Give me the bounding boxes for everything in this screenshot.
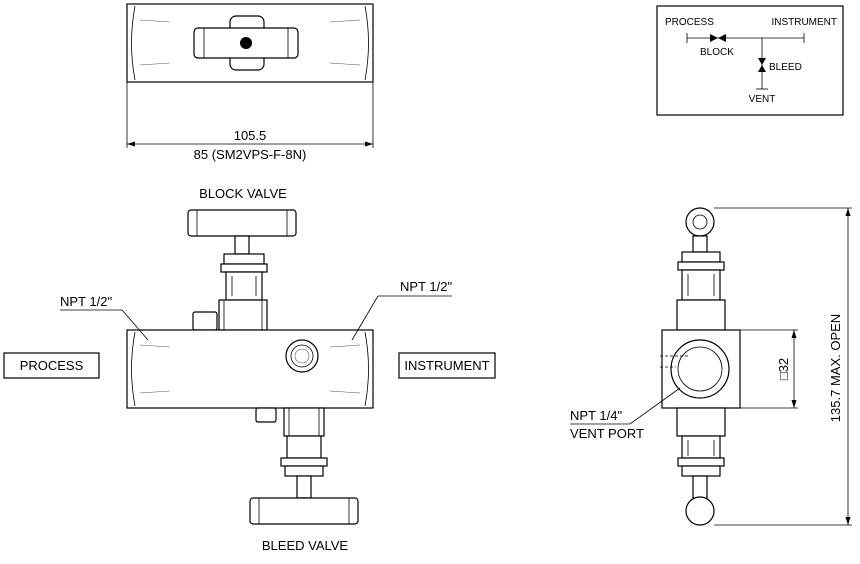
schematic: PROCESS INSTRUMENT BLOCK BLEED VENT [656, 5, 844, 116]
bleed-bonnet [283, 407, 325, 437]
schematic-process-label: PROCESS [665, 17, 714, 28]
side-vent-port [670, 339, 730, 399]
schematic-vent-label: VENT [749, 94, 776, 105]
schematic-instrument-label: INSTRUMENT [771, 17, 837, 28]
schematic-bleed-label: BLEED [769, 62, 802, 73]
bleed-valve-label: BLEED VALVE [262, 538, 349, 553]
front-body [126, 329, 374, 409]
instrument-box-label: INSTRUMENT [404, 358, 489, 373]
block-valve-label: BLOCK VALVE [199, 186, 287, 201]
process-box [3, 352, 100, 379]
top-view: 105.5 85 (SM2VPS-F-8N) [126, 3, 374, 162]
schematic-block-label: BLOCK [700, 47, 734, 58]
block-handle [187, 209, 297, 237]
lock-pin [192, 311, 218, 331]
block-valve-symbol [710, 34, 718, 42]
dim-model-label: 85 (SM2VPS-F-8N) [194, 147, 307, 162]
bleed-handle [249, 497, 359, 525]
side-handle-top [685, 207, 715, 237]
block-bonnet [225, 271, 263, 301]
height-dim-label: 135.7 MAX. OPEN [828, 314, 843, 422]
npt-right-label: NPT 1/2" [400, 279, 452, 294]
side-handle-bottom [685, 496, 715, 526]
handle-pin [240, 37, 252, 49]
npt-left-label: NPT 1/2" [60, 294, 112, 309]
process-box-label: PROCESS [20, 358, 84, 373]
dim-overall-label: 105.5 [234, 128, 267, 143]
square-dim-label: □32 [776, 358, 791, 380]
front-view: BLOCK VALVE NPT 1/2" NPT 1/2" [3, 186, 496, 553]
vent-npt-label: NPT 1/4" [570, 408, 622, 423]
vent-port-label: VENT PORT [570, 426, 644, 441]
bleed-valve-symbol [758, 58, 766, 65]
block-packing-nut [218, 299, 268, 331]
instrument-box [398, 352, 496, 379]
schematic-frame [656, 5, 844, 116]
side-view: NPT 1/4" VENT PORT □32 135.7 MAX. OPEN [570, 207, 852, 526]
